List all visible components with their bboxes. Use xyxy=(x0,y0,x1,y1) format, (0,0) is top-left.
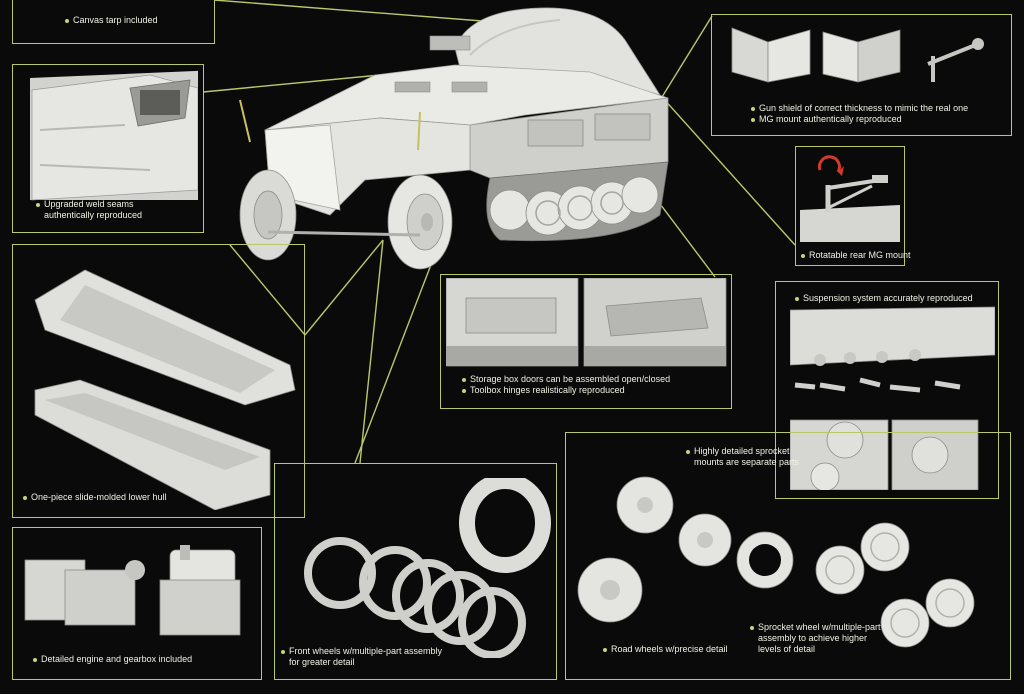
bullet-icon xyxy=(795,296,799,301)
weld-seams-closeup xyxy=(30,70,198,201)
bullet-icon xyxy=(65,18,69,23)
bullet-icon xyxy=(33,657,37,662)
caption-road-wheels: Road wheels w/precise detail xyxy=(603,644,728,655)
bullet-icon xyxy=(751,117,755,122)
bullet-icon xyxy=(750,625,754,630)
panel-engine xyxy=(12,527,262,680)
caption-canvas-tarp: Canvas tarp included xyxy=(65,15,158,26)
rear-mg-mount xyxy=(800,155,900,242)
panel-storage xyxy=(440,274,732,409)
suspension-parts xyxy=(790,306,995,490)
caption-weld-seams: Upgraded weld seams authentically reprod… xyxy=(36,199,142,221)
panel-weld-seams xyxy=(12,64,204,233)
caption-engine: Detailed engine and gearbox included xyxy=(33,654,192,665)
caption-gun-shield: Gun shield of correct thickness to mimic… xyxy=(751,103,968,125)
rotate-arrow-icon xyxy=(817,155,841,173)
caption-front-wheels: Front wheels w/multiple-part assembly fo… xyxy=(281,646,442,668)
bullet-icon xyxy=(686,449,690,454)
halftrack-model xyxy=(239,7,669,270)
bullet-icon xyxy=(801,253,805,258)
panel-gun-shield xyxy=(711,14,1012,136)
panel-lower-hull xyxy=(12,244,305,518)
bullet-icon xyxy=(603,647,607,652)
caption-suspension: Suspension system accurately reproduced xyxy=(795,293,973,304)
storage-box-closeups xyxy=(446,278,727,367)
caption-sprocket-mounts: Highly detailed sprocket mounts are sepa… xyxy=(686,446,799,468)
bullet-icon xyxy=(36,202,40,207)
caption-lower-hull: One-piece slide-molded lower hull xyxy=(23,492,167,503)
bullet-icon xyxy=(462,377,466,382)
caption-sprocket-wheel: Sprocket wheel w/multiple-part assembly … xyxy=(750,622,881,655)
panel-rear-mg xyxy=(795,146,905,266)
bullet-icon xyxy=(462,388,466,393)
front-wheel-parts xyxy=(304,478,551,658)
lower-hull-parts xyxy=(34,269,296,510)
engine-gearbox-parts xyxy=(24,545,241,636)
caption-storage: Storage box doors can be assembled open/… xyxy=(462,374,670,396)
bullet-icon xyxy=(281,649,285,654)
bullet-icon xyxy=(23,495,27,500)
road-wheel-parts xyxy=(577,476,975,648)
panel-road-wheels xyxy=(565,432,1011,680)
gun-shield-parts xyxy=(731,27,984,83)
bullet-icon xyxy=(751,106,755,111)
caption-rear-mg: Rotatable rear MG mount xyxy=(801,250,911,261)
panel-front-wheels xyxy=(274,463,557,680)
panel-canvas-tarp xyxy=(12,0,215,44)
panel-suspension xyxy=(775,281,999,499)
